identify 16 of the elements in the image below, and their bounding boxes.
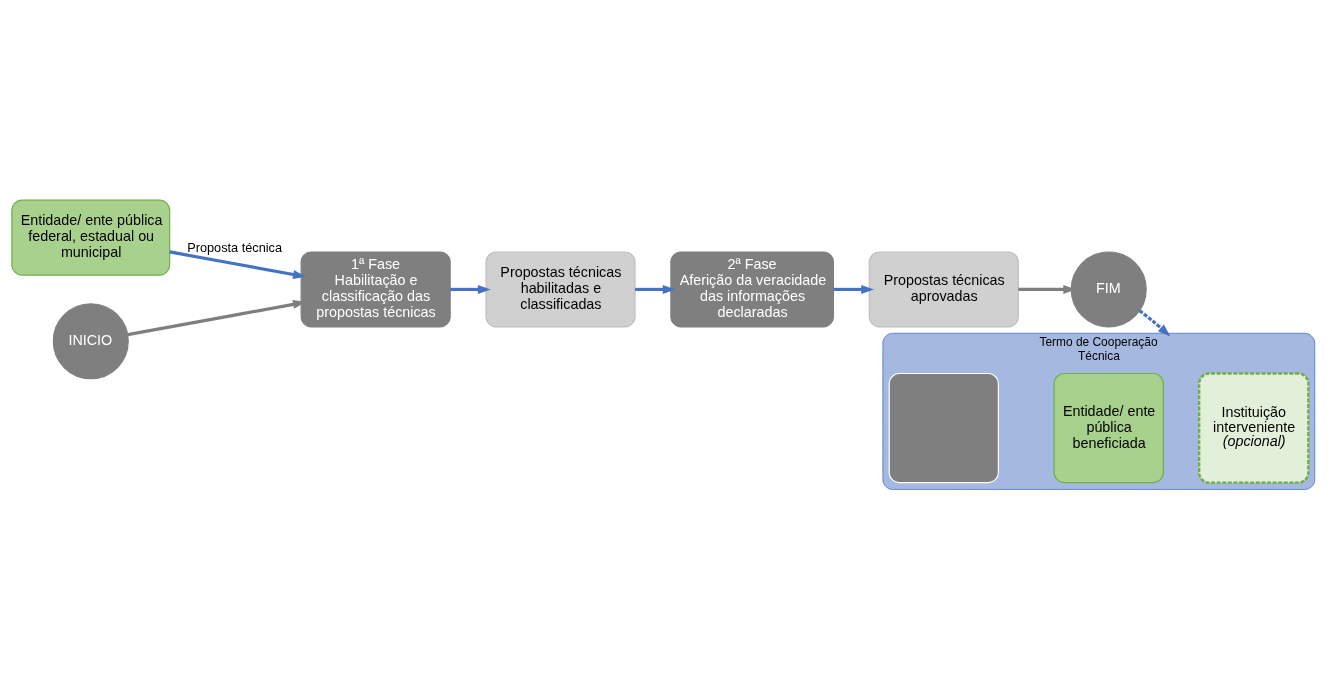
arrow — [833, 284, 875, 294]
arrow — [450, 284, 491, 294]
node-box: Instituição interveniente (opcional) — [1198, 371, 1310, 484]
node-box: Propostas técnicas habilitadas e classificadas — [485, 250, 636, 327]
edge-label: Proposta técnica — [187, 239, 283, 255]
node-box: Entidade/ ente pública beneficiada — [1053, 372, 1164, 483]
node-box: Propostas técnicas aprovadas — [868, 250, 1019, 327]
node-box: 2ª Fase Aferição da veracidade das informações declaradas — [670, 250, 835, 327]
node-circle: FIM — [1070, 250, 1147, 327]
node-box: Entidade/ ente pública federal, estadual ou municipal — [11, 199, 171, 276]
node-box: 1ª Fase Habilitação e classificação das propostas técnicas — [300, 250, 451, 327]
node-box — [888, 372, 999, 483]
node-circle: INICIO — [52, 302, 129, 379]
arrow — [169, 249, 306, 279]
arrow — [635, 284, 676, 294]
arrow — [1138, 308, 1171, 336]
